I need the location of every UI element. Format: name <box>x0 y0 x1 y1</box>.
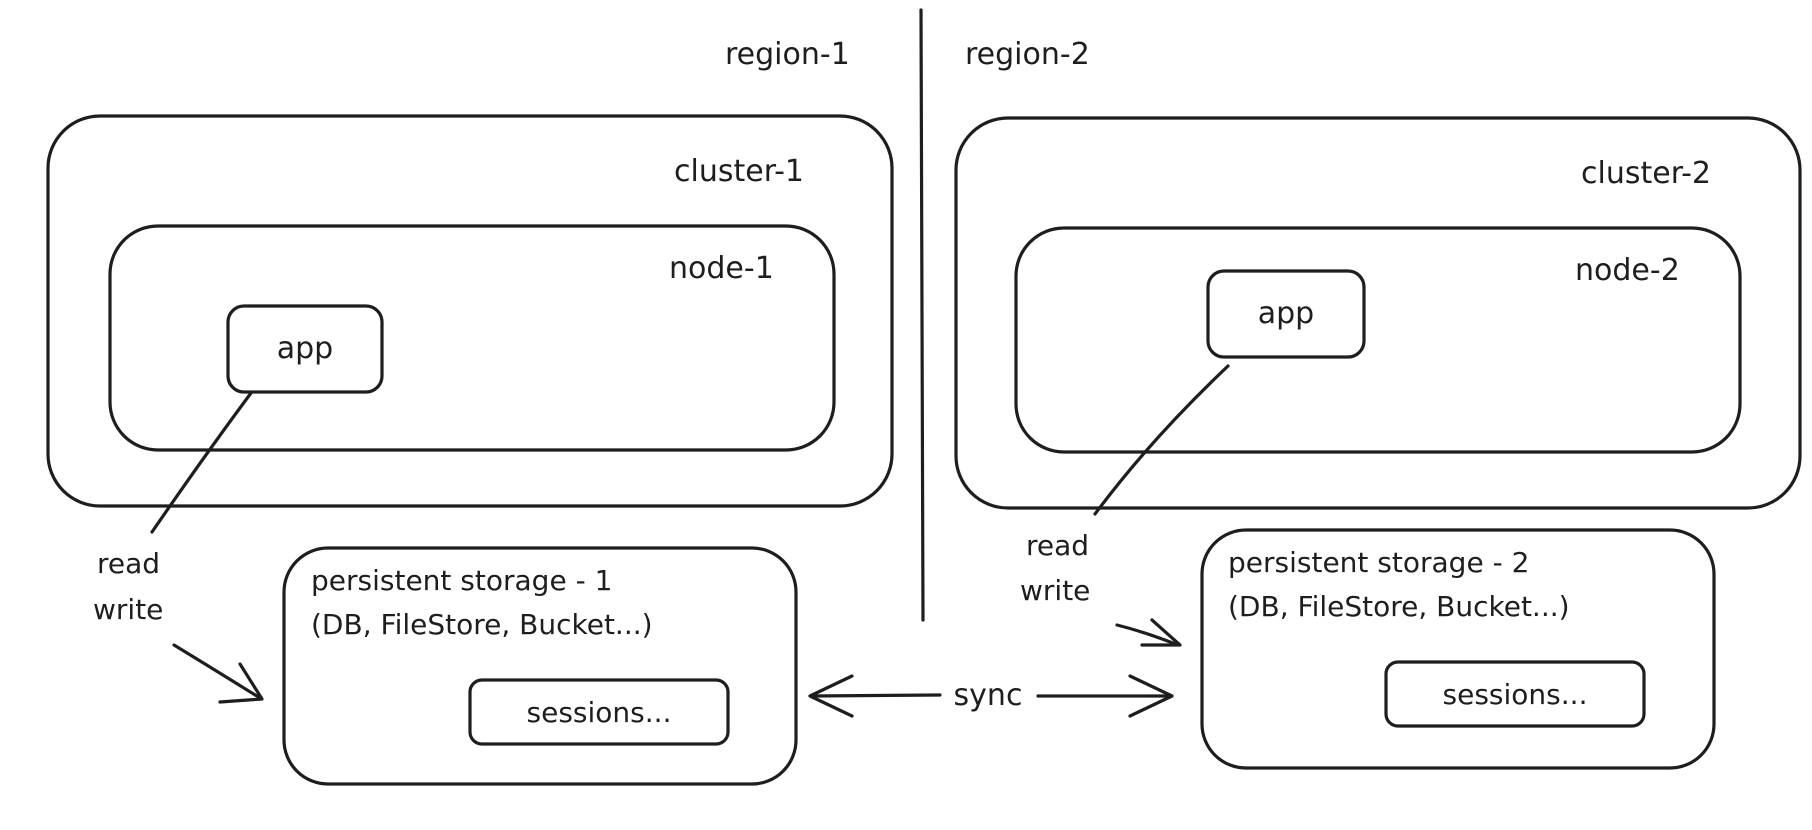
storage-1-subtitle: (DB, FileStore, Bucket...) <box>311 608 653 641</box>
cluster-2-box <box>954 116 1802 510</box>
app-1-label: app <box>277 331 333 366</box>
sync-arrow-right-head <box>1128 674 1174 718</box>
node-2-box <box>1014 226 1742 454</box>
app-1-connector-line <box>150 391 253 534</box>
region-2-label: region-2 <box>965 37 1090 72</box>
node-2-label: node-2 <box>1575 253 1680 288</box>
sync-label: sync <box>954 678 1023 713</box>
read-2-label: read <box>1026 529 1089 562</box>
node-1-label: node-1 <box>669 251 774 286</box>
region-divider <box>919 8 925 622</box>
storage-1-title: persistent storage - 1 <box>311 564 612 597</box>
read-write-2-arrow <box>1115 623 1180 647</box>
node-1-box <box>108 224 836 452</box>
storage-2-box[interactable] <box>1200 528 1716 770</box>
app-2-connector-line <box>1093 364 1230 516</box>
storage-2-subtitle: (DB, FileStore, Bucket...) <box>1228 590 1570 623</box>
sessions-1-label: sessions... <box>527 696 672 729</box>
read-write-1-arrowhead <box>218 662 264 704</box>
read-1-label: read <box>97 547 160 580</box>
write-2-label: write <box>1020 574 1090 607</box>
region-1-label: region-1 <box>725 37 850 72</box>
sessions-2-box[interactable] <box>1384 660 1646 728</box>
sessions-1-box[interactable] <box>468 678 730 746</box>
sync-arrow-left-head <box>808 674 854 718</box>
read-write-2-arrowhead <box>1140 618 1182 647</box>
read-write-1-arrow <box>172 643 262 700</box>
storage-1-box[interactable] <box>282 546 798 786</box>
app-1-box[interactable] <box>226 304 384 394</box>
sync-arrow-left-line <box>810 693 942 698</box>
write-1-label: write <box>93 593 163 626</box>
app-2-box[interactable] <box>1206 269 1366 359</box>
sessions-2-label: sessions... <box>1443 678 1588 711</box>
storage-2-title: persistent storage - 2 <box>1228 546 1529 579</box>
cluster-1-box <box>46 114 894 508</box>
cluster-1-label: cluster-1 <box>674 154 804 189</box>
cluster-2-label: cluster-2 <box>1581 156 1711 191</box>
app-2-label: app <box>1258 296 1314 331</box>
